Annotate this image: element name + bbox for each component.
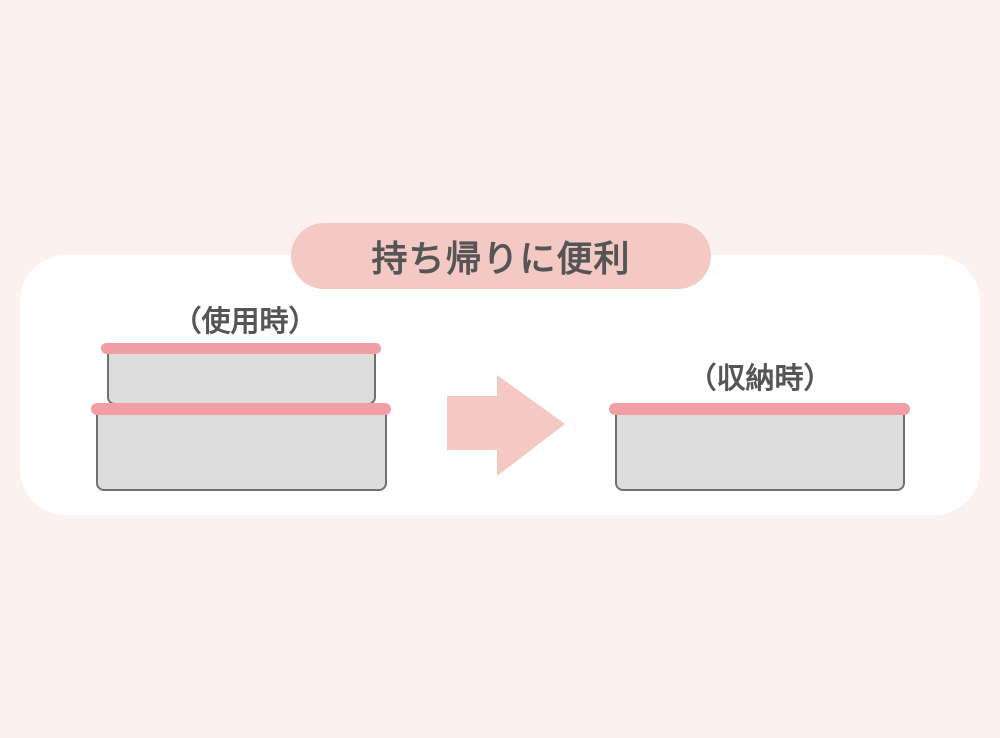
lower-lid — [91, 403, 391, 415]
upper-lid — [101, 343, 381, 354]
in-use-label: （使用時） — [172, 304, 318, 338]
storage-label: （収納時） — [687, 361, 833, 395]
lower-container — [96, 413, 387, 491]
title-banner: 持ち帰りに便利 — [291, 223, 711, 289]
stored-container — [615, 413, 905, 491]
title-text: 持ち帰りに便利 — [371, 239, 631, 280]
stored-lid — [609, 403, 910, 415]
upper-container — [107, 352, 376, 405]
